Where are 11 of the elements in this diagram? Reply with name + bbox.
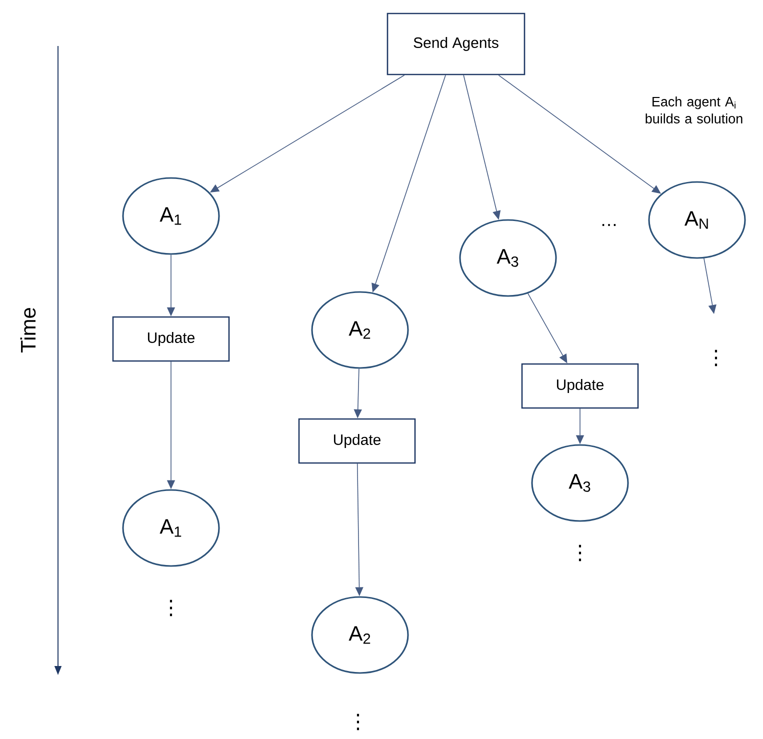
process-box: Send Agents [386, 12, 526, 76]
annotation-text: Each agent A$_{i}$ builds a solution [646, 96, 742, 124]
ellipsis: ⋮ [714, 350, 718, 366]
update-box: Update [521, 363, 639, 409]
update-box: Update [112, 316, 230, 362]
ellipsis: ⋮ [578, 544, 582, 562]
update-box: Update [298, 418, 416, 464]
ellipsis: ⋮ [356, 714, 360, 730]
axis-label: Time [20, 308, 36, 352]
ellipsis: … [602, 224, 616, 226]
ellipsis: ⋮ [170, 600, 172, 616]
